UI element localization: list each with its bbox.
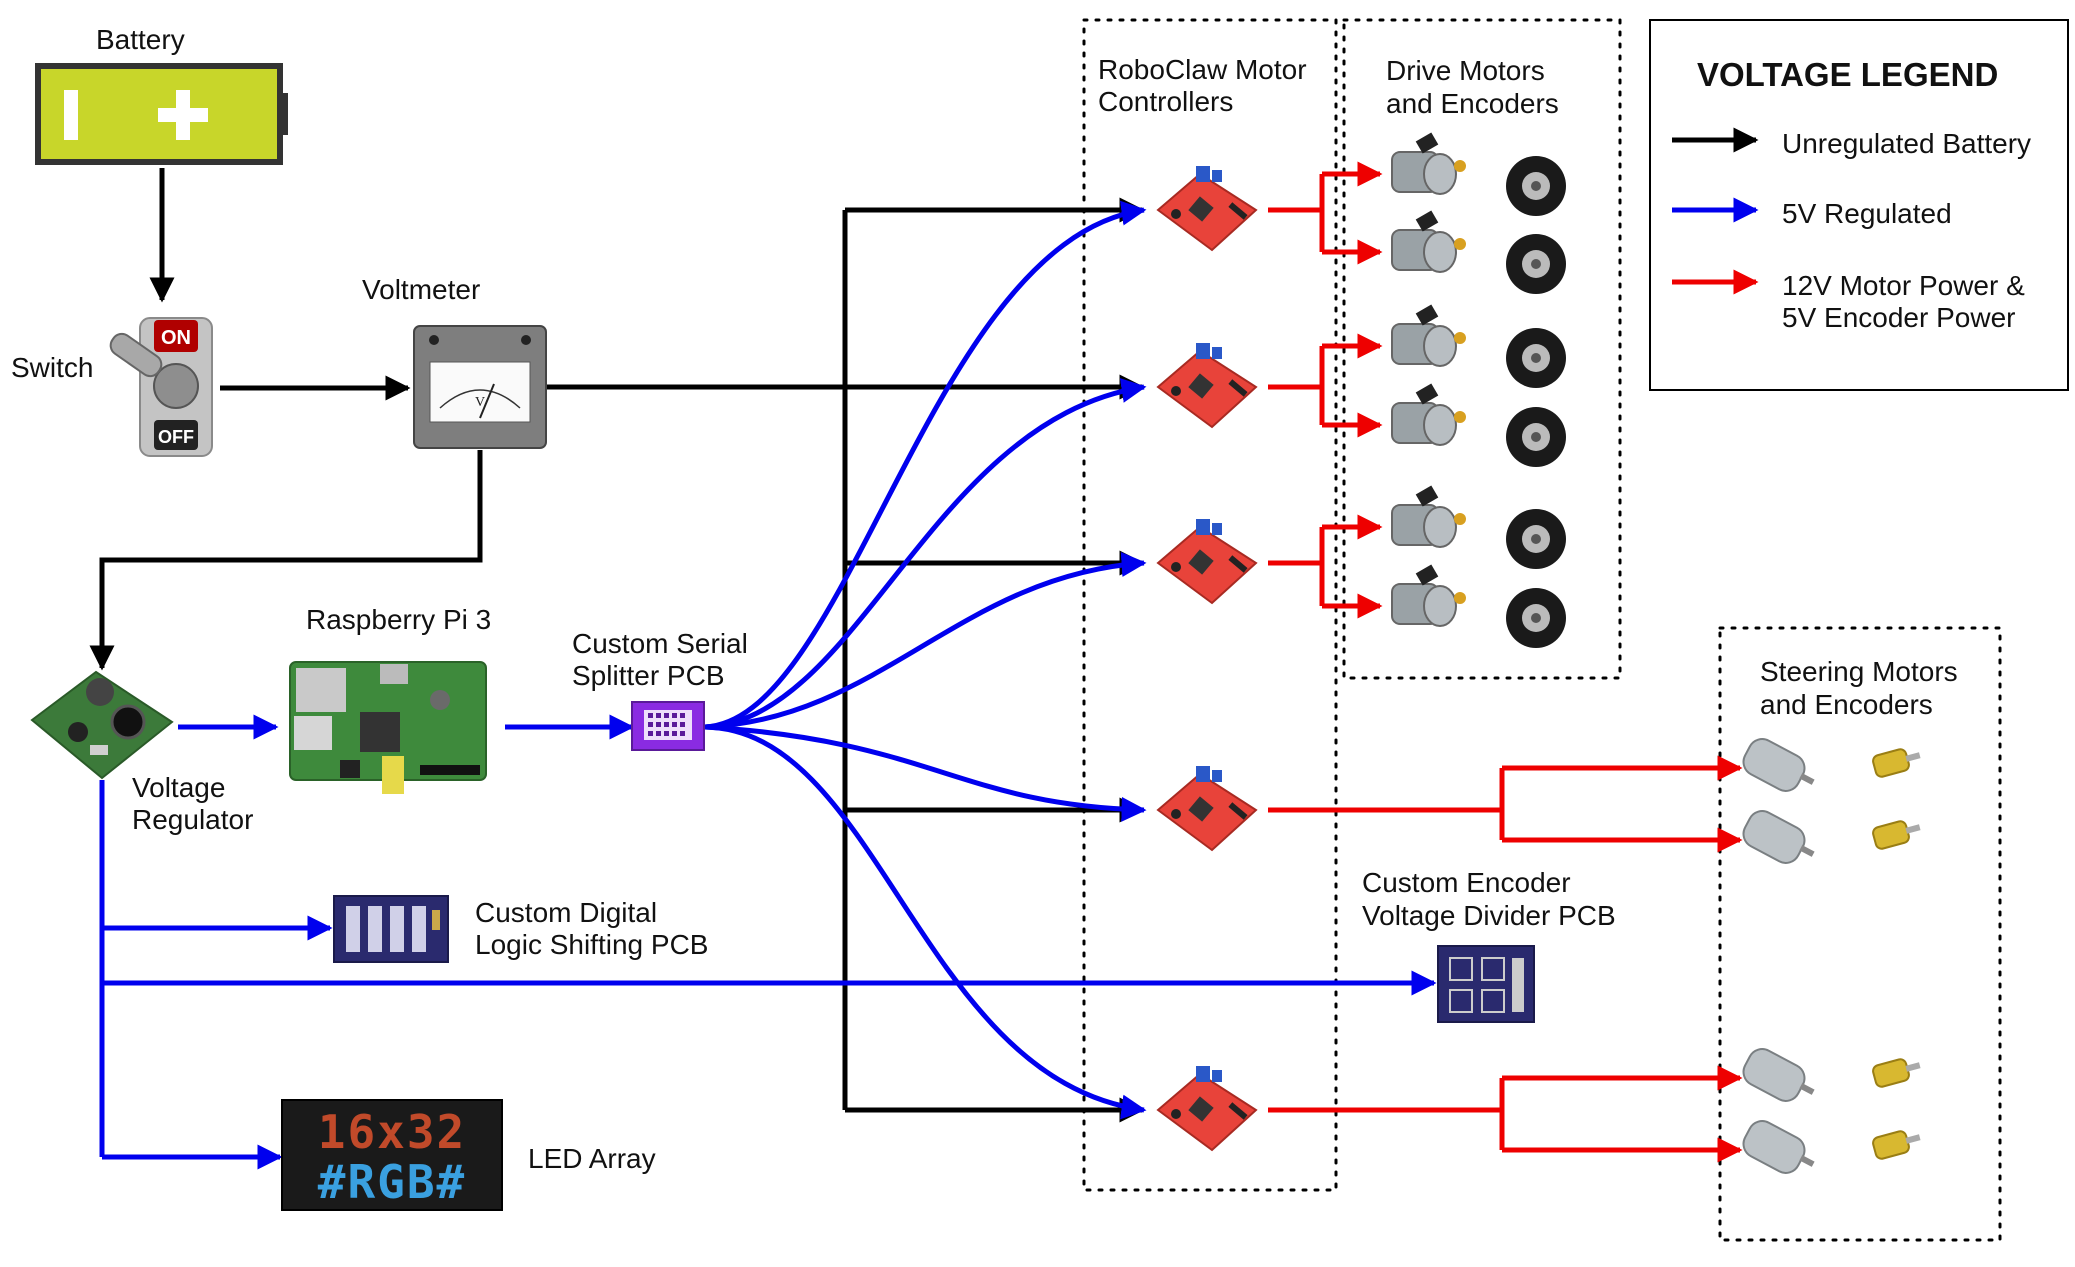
raspberry-pi-icon [289, 661, 487, 794]
roboclaw-group-box [1082, 18, 1338, 1192]
voltage-legend-box [1649, 19, 2069, 391]
led-array-icon: 16x32 #RGB# [281, 1099, 503, 1211]
encoder-divider-label-2: Voltage Divider PCB [1362, 900, 1616, 931]
legend-item-5v: 5V Regulated [1782, 198, 1952, 229]
svg-text:OFF: OFF [158, 427, 194, 447]
legend-item-unregulated: Unregulated Battery [1782, 128, 2032, 159]
steering-motors-label-1: Steering Motors [1760, 656, 1958, 687]
raspberry-pi-label: Raspberry Pi 3 [306, 604, 492, 635]
legend-item-12v-line1: 12V Motor Power & [1782, 270, 2025, 301]
steering-motors-label-2: and Encoders [1760, 689, 1933, 720]
steering-motors-group-box [1718, 626, 2002, 1242]
drive-motors-label-1: Drive Motors [1386, 55, 1545, 86]
logic-shifting-pcb-icon [333, 895, 449, 963]
led-array-label: LED Array [528, 1143, 656, 1174]
drive-motors-group-box [1342, 18, 1622, 680]
svg-text:ON: ON [161, 327, 191, 349]
logic-shifting-label-2: Logic Shifting PCB [475, 929, 709, 960]
voltmeter-label: Voltmeter [362, 274, 481, 305]
voltage-regulator-label-2: Regulator [132, 804, 254, 835]
toggle-switch-icon: ON OFF [109, 317, 213, 457]
svg-text:#RGB#: #RGB# [318, 1155, 466, 1209]
motor-power-wires [1268, 161, 1743, 1163]
regulated-5v-wires [99, 200, 1437, 1170]
serial-splitter-label-1: Custom Serial [572, 628, 748, 659]
serial-splitter-label-2: Splitter PCB [572, 660, 725, 691]
roboclaw-label-1: RoboClaw Motor [1098, 54, 1307, 85]
battery-icon [35, 63, 288, 165]
svg-text:V: V [475, 395, 485, 410]
logic-shifting-label-1: Custom Digital [475, 897, 658, 928]
encoder-divider-label-1: Custom Encoder [1362, 867, 1571, 898]
switch-label: Switch [11, 352, 94, 383]
battery-label: Battery [96, 24, 185, 55]
roboclaw-label-2: Controllers [1098, 86, 1234, 117]
voltage-regulator-label-1: Voltage [132, 772, 226, 803]
serial-splitter-pcb-icon [631, 701, 705, 751]
voltmeter-icon: V [413, 325, 547, 449]
legend-title: VOLTAGE LEGEND [1697, 56, 1999, 93]
voltage-regulator-icon [30, 670, 174, 780]
legend-item-12v-line2: 5V Encoder Power [1782, 302, 2016, 333]
svg-text:16x32: 16x32 [318, 1105, 466, 1159]
drive-motors-label-2: and Encoders [1386, 88, 1559, 119]
unregulated-wires [89, 168, 1145, 1123]
encoder-divider-pcb-icon [1437, 945, 1535, 1023]
